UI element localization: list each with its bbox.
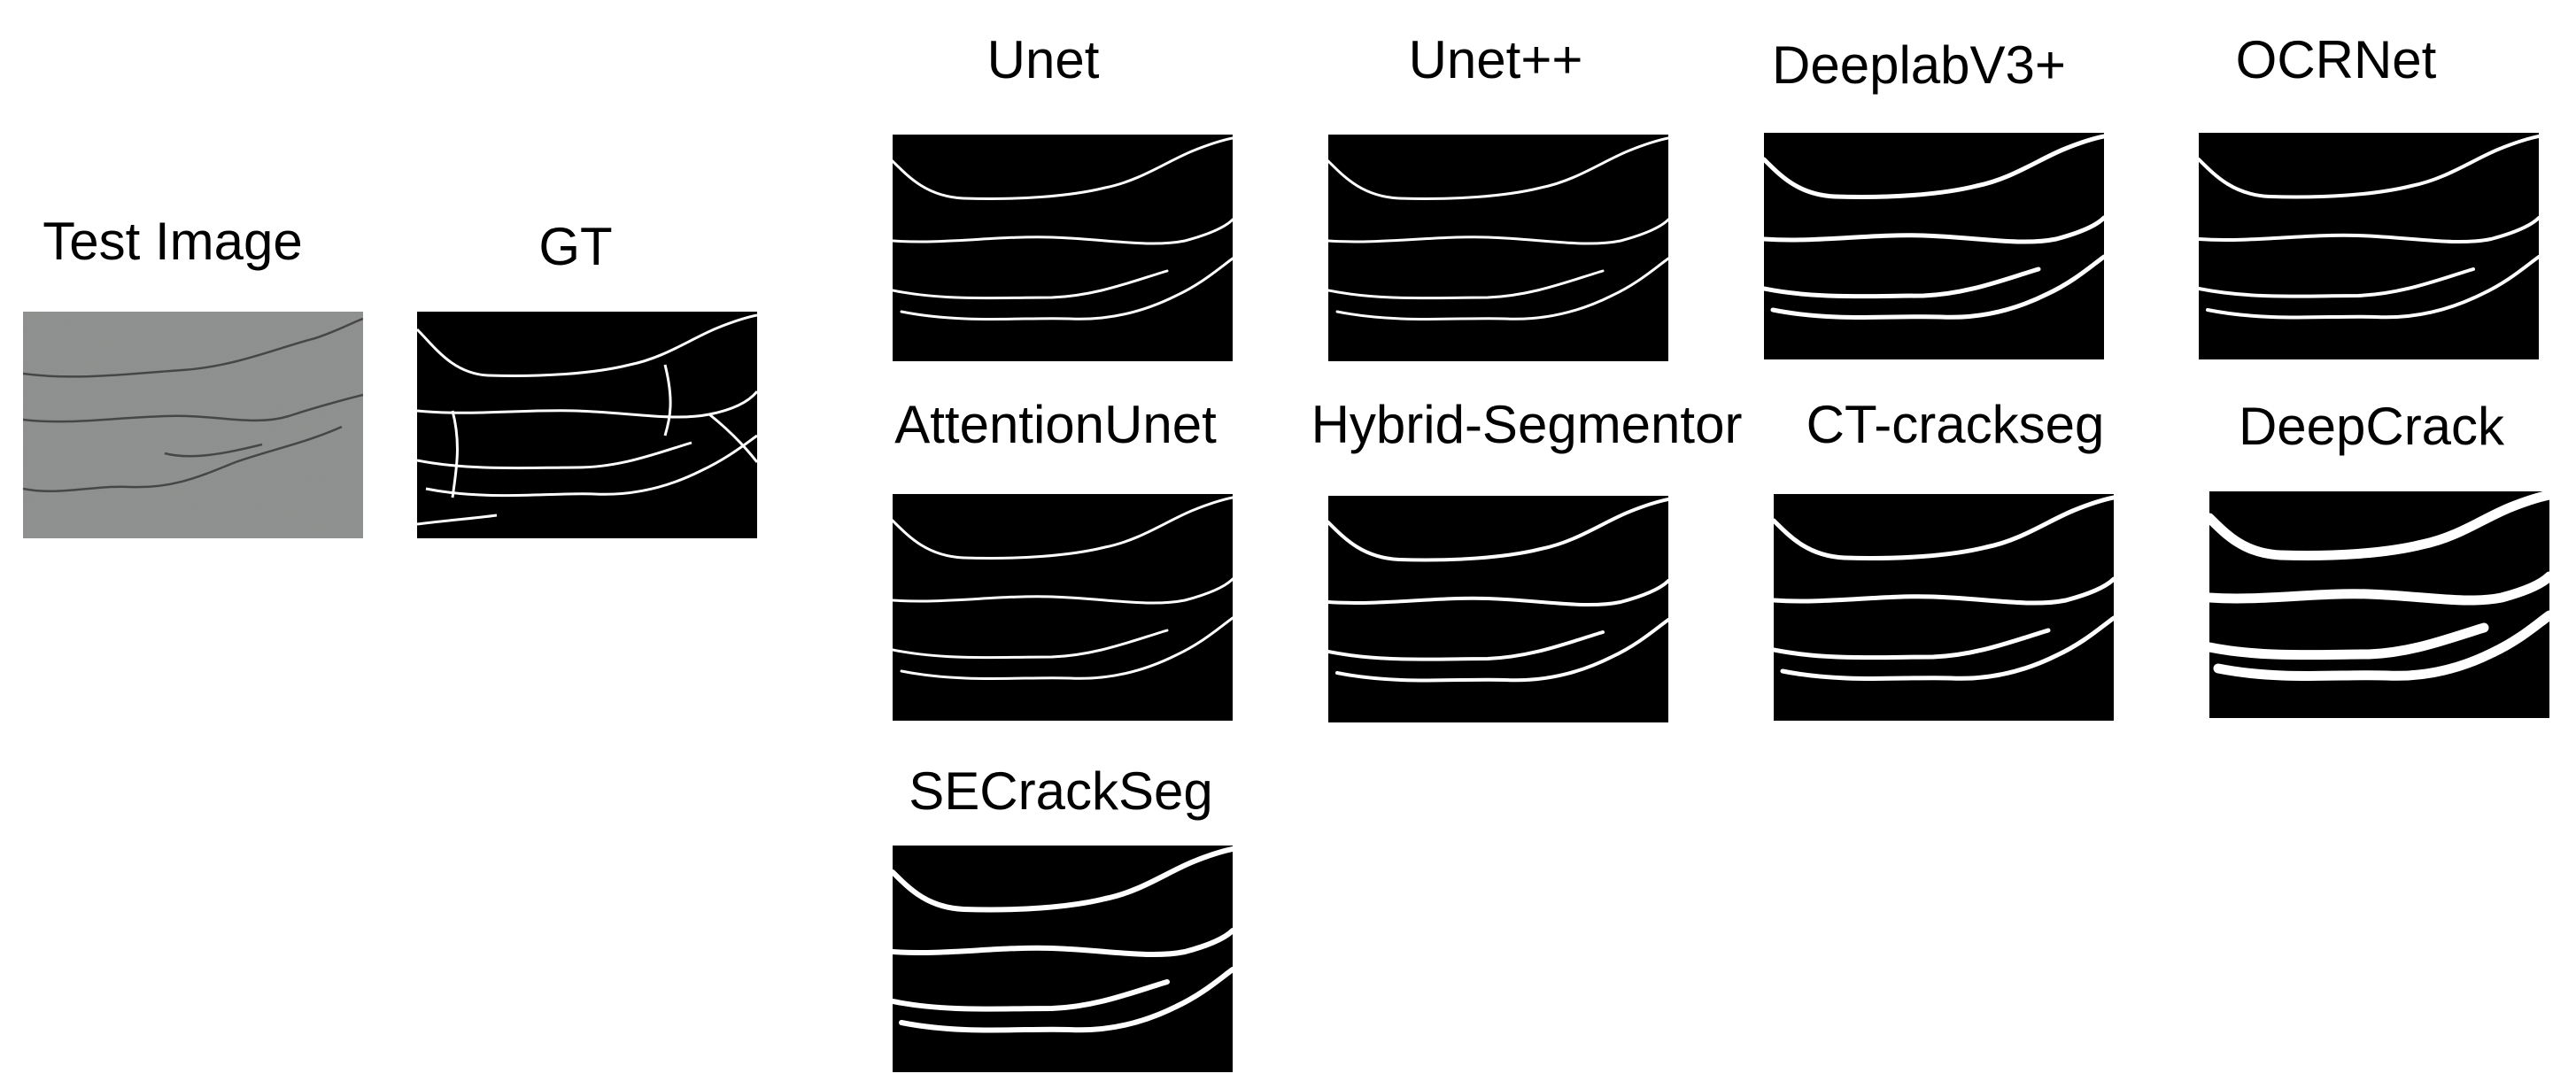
crack-line	[2213, 610, 2549, 681]
crack-line	[1774, 495, 2114, 560]
prediction-ct-crackseg	[1774, 494, 2114, 721]
crack-line	[2199, 135, 2539, 199]
crack-line	[1780, 615, 2114, 681]
crack-line	[1764, 266, 2041, 299]
model-label-hybrid-segmentor: Hybrid-Segmentor	[1311, 395, 1743, 454]
crack-line	[893, 846, 1233, 913]
gt-mask	[417, 312, 757, 538]
crack-line	[1328, 136, 1668, 200]
prediction-unetpp	[1328, 135, 1668, 361]
crack-line	[1774, 628, 2051, 660]
crack-line	[893, 496, 1233, 560]
crack-line	[1328, 630, 1605, 661]
prediction-hybrid-segmentor	[1328, 496, 1668, 722]
crack-line	[893, 218, 1233, 245]
crack-line	[893, 629, 1169, 660]
model-label-deepcrack: DeepCrack	[2238, 397, 2505, 456]
crack-line	[893, 577, 1233, 605]
crack-line	[2199, 267, 2475, 298]
crack-line	[1328, 218, 1668, 245]
crack-line	[1335, 618, 1668, 683]
prediction-unet	[893, 135, 1233, 361]
crack-line	[1328, 269, 1605, 300]
test-image-label: Test Image	[43, 212, 303, 271]
crack-line	[2209, 571, 2549, 606]
prediction-attentionunet	[893, 494, 1233, 721]
crack-line	[893, 928, 1233, 958]
gt-label: GT	[538, 217, 613, 276]
crack-line	[1335, 257, 1668, 321]
crack-line	[1328, 579, 1668, 607]
model-label-secrackseg: SECrackSeg	[909, 761, 1213, 821]
crack-line	[1770, 254, 2104, 320]
crack-line	[900, 616, 1233, 680]
model-label-unetpp: Unet++	[1408, 30, 1583, 89]
test-image	[23, 312, 363, 538]
prediction-deeplabv3plus	[1764, 133, 2104, 359]
crack-line	[1764, 215, 2104, 244]
crack-line	[899, 967, 1233, 1033]
prediction-secrackseg	[893, 846, 1233, 1072]
crack-line	[2209, 622, 2489, 660]
crack-line	[1764, 134, 2104, 199]
prediction-ocrnet	[2199, 133, 2539, 359]
model-label-ct-crackseg: CT-crackseg	[1806, 395, 2105, 454]
crack-line	[2206, 255, 2539, 320]
crack-line	[893, 979, 1170, 1012]
model-label-attentionunet: AttentionUnet	[894, 395, 1217, 454]
model-label-unet: Unet	[986, 30, 1100, 89]
prediction-deepcrack	[2209, 491, 2549, 718]
crack-line	[1328, 498, 1668, 562]
model-label-ocrnet: OCRNet	[2235, 30, 2437, 89]
crack-line	[2199, 216, 2539, 244]
crack-line	[893, 136, 1233, 200]
crack-line	[893, 269, 1169, 300]
crack-line	[900, 257, 1233, 321]
crack-line	[2209, 491, 2549, 560]
model-label-deeplabv3plus: DeeplabV3+	[1772, 35, 2066, 95]
crack-line	[1774, 576, 2114, 606]
